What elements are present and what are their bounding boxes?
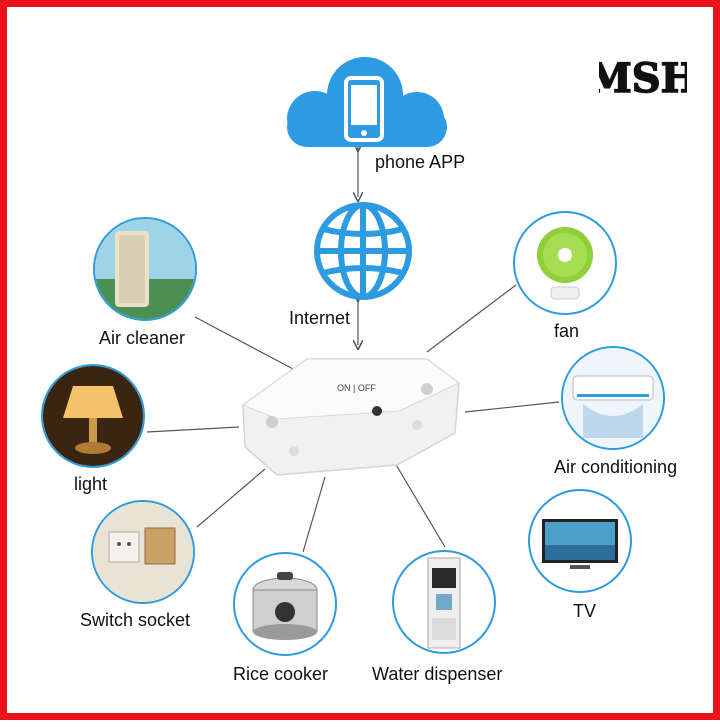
switch-button-label: ON | OFF <box>337 383 376 393</box>
line-rice-cooker <box>302 476 326 553</box>
smart-switch-device: ON | OFF <box>241 358 460 476</box>
tv-image <box>528 489 632 593</box>
connector-lines <box>146 7 560 553</box>
water-dispenser-image <box>392 550 496 654</box>
light-image <box>41 364 145 468</box>
air-conditioning-label: Air conditioning <box>554 457 678 477</box>
tv-label: TV <box>573 601 597 621</box>
smartphone-icon <box>344 76 384 142</box>
msh-logo: MSH <box>599 54 687 103</box>
fan-image <box>513 211 617 315</box>
fan-label: fan <box>554 321 580 341</box>
cloud-icon <box>287 57 447 147</box>
rice-cooker-label: Rice cooker <box>233 664 329 684</box>
line-fan <box>426 284 517 353</box>
switch-socket-image <box>91 500 195 604</box>
water-dispenser-label: Water dispenser <box>372 664 503 684</box>
svg-text:MSH: MSH <box>599 55 687 102</box>
phone-app-label: phone APP <box>375 152 466 172</box>
air-cleaner-image <box>93 217 197 321</box>
globe-icon <box>314 202 412 300</box>
light-label: light <box>74 474 108 494</box>
rice-cooker-image <box>233 552 337 656</box>
switch-socket-label: Switch socket <box>80 610 191 630</box>
line-switch-socket <box>196 468 266 528</box>
line-air-conditioning <box>464 401 560 413</box>
line-water-dispenser <box>394 462 446 548</box>
internet-label: Internet <box>289 308 351 328</box>
line-light <box>146 426 240 433</box>
air-cleaner-label: Air cleaner <box>99 328 186 348</box>
line-air-cleaner <box>194 316 296 371</box>
air-conditioning-image <box>561 346 665 450</box>
